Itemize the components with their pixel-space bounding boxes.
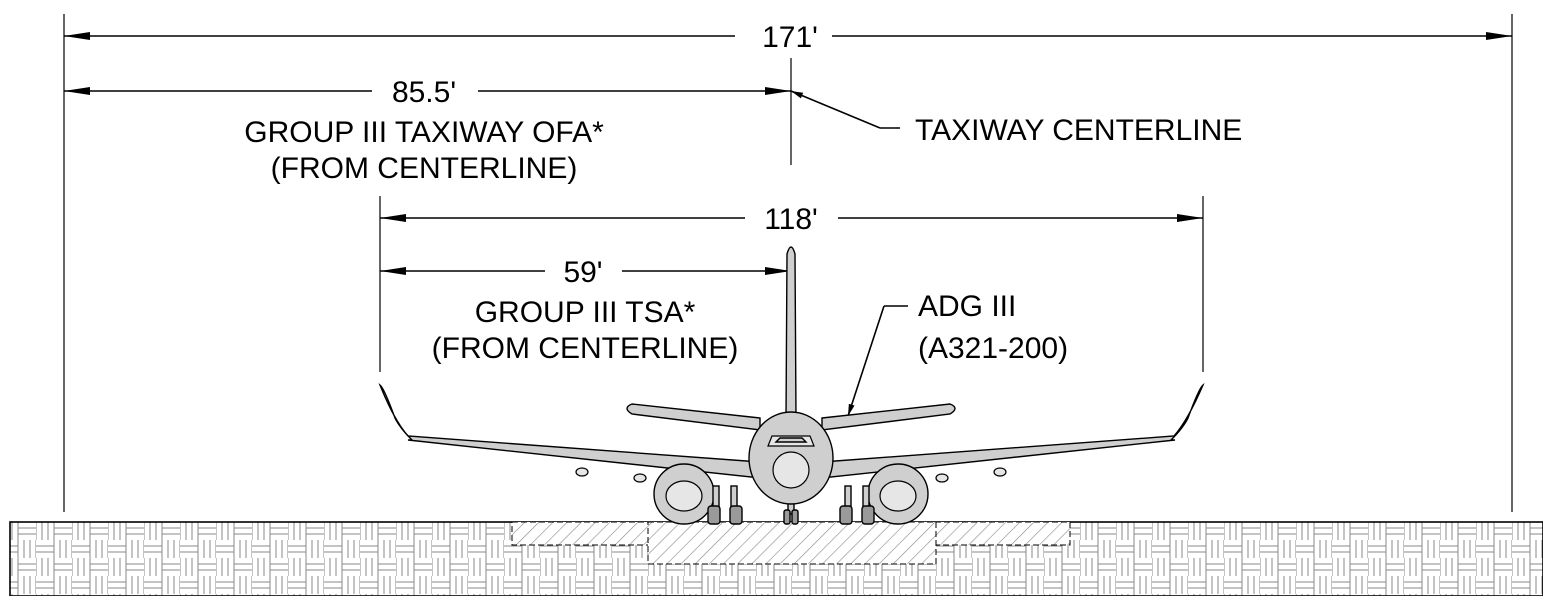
horizontal-stabilizer-right [821, 403, 956, 431]
pavement [9, 521, 1543, 596]
tsa-title-line1: GROUP III TSA* [475, 296, 696, 329]
ofa-total-label: 171' [762, 21, 818, 54]
tsa-total-label: 118' [764, 203, 818, 236]
tsa-title-line2: (FROM CENTERLINE) [432, 332, 739, 365]
ofa-half-label: 85.5' [392, 76, 456, 109]
aircraft-label-line2: (A321-200) [918, 332, 1068, 365]
ofa-total-dimension: 171' [64, 21, 1512, 54]
fuselage [748, 411, 834, 505]
aircraft-leader: ADG III (A321-200) [847, 290, 1068, 417]
horizontal-stabilizer [626, 403, 761, 431]
left-engine [653, 463, 715, 525]
right-wing [821, 382, 1205, 479]
left-wing [378, 382, 761, 479]
extension-lines [63, 14, 1513, 512]
ofa-title-line2: (FROM CENTERLINE) [271, 152, 578, 185]
tsa-total-dimension: 118' [380, 203, 1203, 236]
right-engine [867, 463, 929, 525]
centerline-label: TAXIWAY CENTERLINE [915, 114, 1242, 147]
aircraft-label-line1: ADG III [918, 290, 1016, 323]
taxiway-pavement [647, 521, 937, 565]
aircraft-front-view [378, 246, 1205, 525]
tsa-half-label: 59' [563, 256, 602, 289]
ofa-title-line1: GROUP III TAXIWAY OFA* [244, 116, 604, 149]
ofa-half-dimension: 85.5' [64, 76, 791, 109]
centerline-leader: TAXIWAY CENTERLINE [790, 90, 1242, 147]
tsa-half-dimension: 59' [380, 256, 791, 289]
vertical-tail [785, 246, 797, 419]
